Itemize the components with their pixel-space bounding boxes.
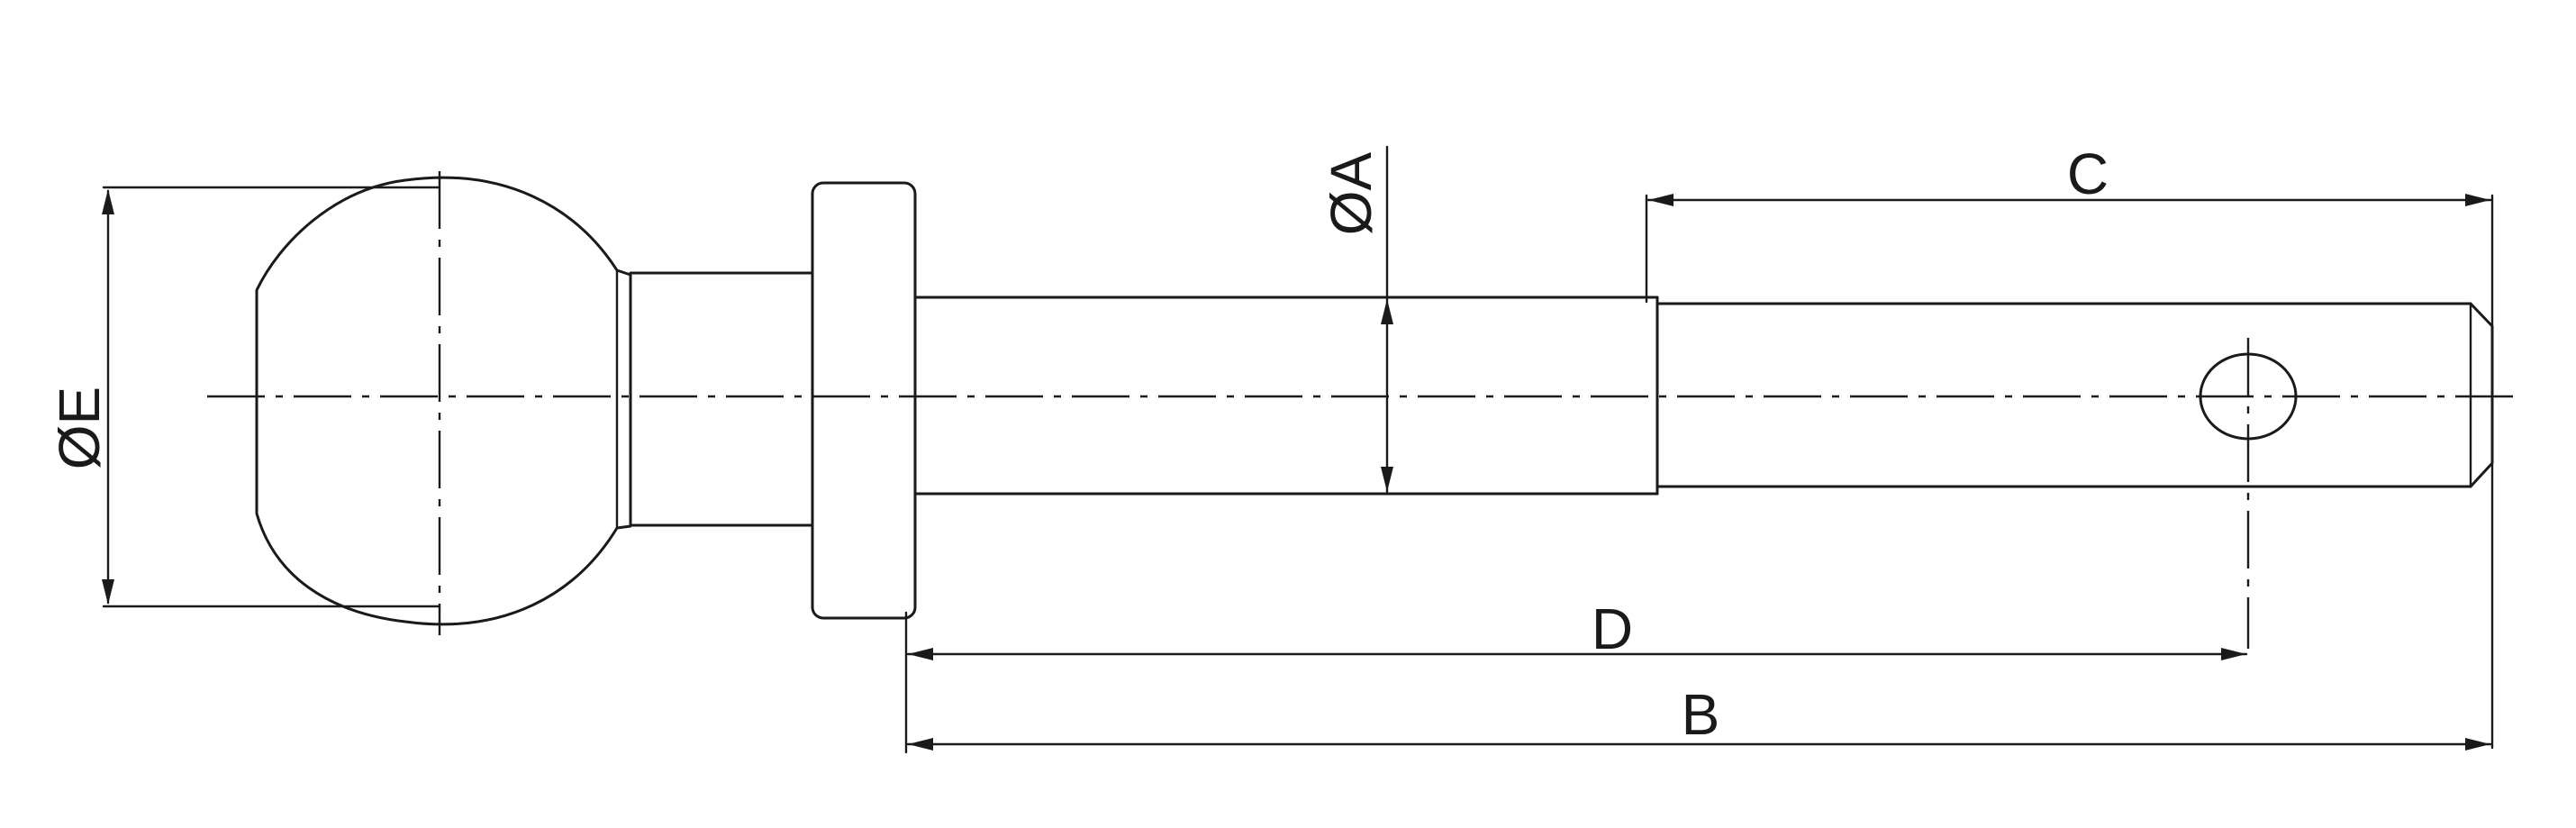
ball-head: [255, 176, 632, 626]
dimension-a-label: ØA: [1319, 151, 1383, 235]
collar: [811, 181, 917, 620]
dimension-a: ØA: [1319, 145, 1393, 494]
neck: [629, 271, 814, 527]
dimension-c: C: [1645, 141, 2494, 750]
dimension-c-label: C: [2067, 141, 2109, 206]
pin-end: [1655, 302, 2494, 488]
center-lines: [207, 171, 2513, 649]
dimension-d: D: [904, 596, 2248, 754]
dimension-b-label: B: [1682, 682, 1720, 747]
dimension-b: B: [906, 682, 2492, 751]
dimension-e: ØE: [47, 186, 441, 608]
dimension-e-label: ØE: [47, 387, 112, 469]
shank: [913, 296, 1659, 496]
dimension-d-label: D: [1592, 596, 1633, 661]
